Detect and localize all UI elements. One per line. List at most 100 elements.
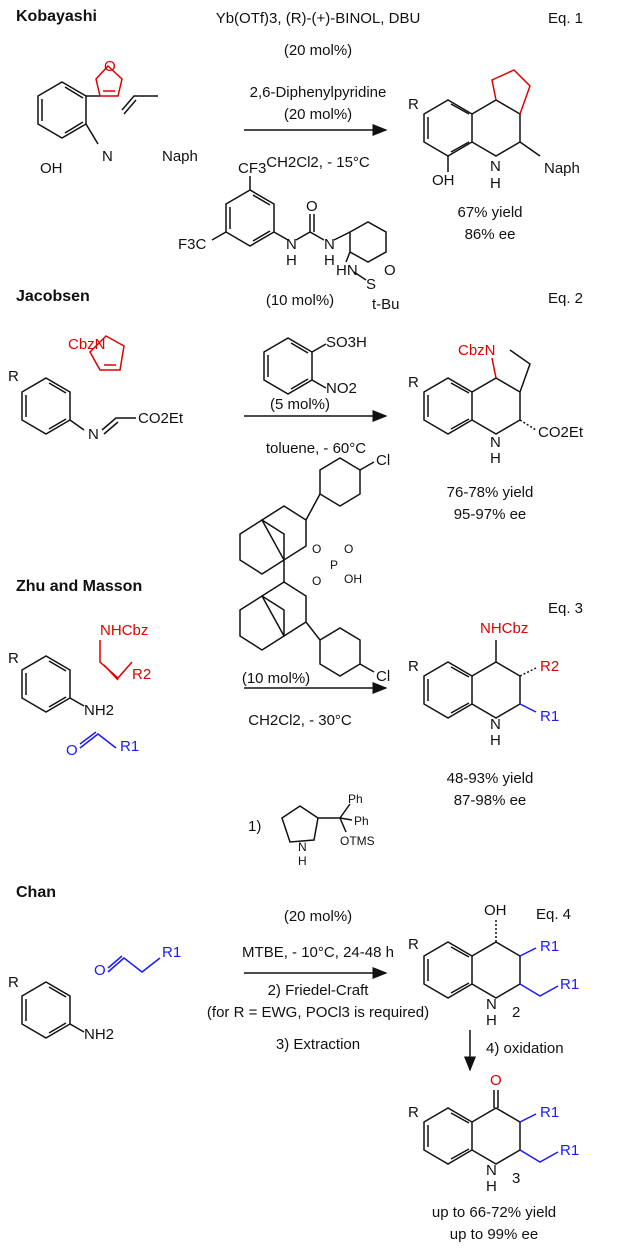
eq1-product-r: R [408, 96, 419, 113]
eq1-product-n: N [490, 158, 501, 175]
eq4-catalyst [281, 803, 353, 843]
eq3-cat-p: P [330, 558, 339, 572]
eq3-product-r1: R1 [540, 708, 560, 725]
eq2-cat-hn: HN [336, 262, 358, 279]
eq3-enamide-r2: R2 [132, 666, 152, 683]
eq4-author: Chan [16, 884, 56, 901]
eq2-cat-h2: H [324, 252, 335, 269]
eq4-reactant [21, 955, 161, 1039]
eq3-product-rings [423, 640, 537, 719]
eq3-cat-cl2: Cl [376, 668, 391, 685]
eq4-product2-n: N [486, 996, 497, 1013]
eq2-cat-loading: (10 mol%) [265, 292, 335, 309]
eq2-product-rings [423, 349, 537, 435]
eq1-yield: 67% yield [457, 204, 523, 221]
eq4-product3-n: N [486, 1162, 497, 1179]
eq1-reactant-ring [37, 81, 158, 145]
eq4-step2-note: (for R = EWG, POCl3 is required) [206, 1004, 430, 1021]
eq3-product-h: H [490, 732, 501, 749]
eq1-cond-loading: (20 mol%) [283, 42, 353, 59]
eq3-label: Eq. 3 [548, 600, 584, 617]
eq1-product-oh: OH [432, 172, 455, 189]
eq2-product-h: H [490, 450, 501, 467]
eq1-dihydrofuran [95, 64, 123, 97]
eq3-cat-o3: O [344, 542, 354, 556]
eq4-cat-ph2: Ph [354, 814, 369, 828]
eq1-label: Eq. 1 [548, 10, 584, 27]
eq4-ee: up to 99% ee [449, 1226, 539, 1243]
eq4-reactant-nh2: NH2 [84, 1026, 115, 1043]
eq3-reactant-r: R [8, 650, 19, 667]
eq2-cat-n2: N [324, 236, 335, 253]
eq1-cond-catalyst: Yb(OTf)3, (R)-(+)-BINOL, DBU [215, 10, 421, 27]
eq4-product2-label: 2 [512, 1004, 521, 1021]
eq4-step2: 2) Friedel-Craft [267, 982, 369, 999]
eq2-reactant-n: N [88, 426, 99, 443]
eq1-reactant-oh: OH [40, 160, 63, 177]
eq4-aldehyde-o: O [94, 962, 106, 979]
eq4-product2-r: R [408, 936, 419, 953]
eq4-step1: 1) [248, 818, 262, 835]
eq2-product-ester: CO2Et [538, 424, 584, 441]
eq4-product3-r: R [408, 1104, 419, 1121]
eq2-dienophile: CbzN [68, 336, 106, 353]
eq1-author: Kobayashi [16, 8, 97, 25]
eq3-cat-loading: (10 mol%) [241, 670, 311, 687]
eq1-cond-base-loading: (20 mol%) [283, 106, 353, 123]
eq3-ee: 87-98% ee [453, 792, 527, 809]
eq4-product2-h: H [486, 1012, 497, 1029]
eq3-catalyst [239, 457, 375, 677]
eq2-product-cbzn: CbzN [458, 342, 496, 359]
eq4-product2-oh: OH [484, 902, 507, 919]
eq2-author: Jacobsen [16, 288, 90, 305]
eq4-product3-r1b: R1 [560, 1142, 580, 1159]
eq4-product3-h: H [486, 1178, 497, 1195]
eq2-yield: 76-78% yield [446, 484, 534, 501]
eq1-cond-base: 2,6-Diphenylpyridine [249, 84, 387, 101]
eq2-label: Eq. 2 [548, 290, 584, 307]
eq4-reactant-r: R [8, 974, 19, 991]
eq4-cond1: MTBE, - 10°C, 24-48 h [242, 944, 394, 961]
eq1-furan-o: O [104, 58, 116, 75]
eq4-step3: 3) Extraction [275, 1036, 361, 1053]
eq2-cond: toluene, - 60°C [265, 440, 367, 457]
eq2-acid [263, 337, 327, 395]
eq2-acid-loading: (5 mol%) [269, 396, 331, 413]
eq2-cat-o-minus: O [384, 262, 396, 279]
eq1-product-naph: Naph [544, 160, 580, 177]
eq2-cat-o: O [306, 198, 318, 215]
eq2-reactant [21, 335, 136, 435]
eq2-ee: 95-97% ee [453, 506, 527, 523]
eq2-cat-cf3: CF3 [238, 160, 267, 177]
eq2-cat-n1: N [286, 236, 297, 253]
eq4-step4: 4) oxidation [486, 1040, 564, 1057]
eq2-reactant-r: R [8, 368, 19, 385]
eq2-cat-f3c: F3C [178, 236, 207, 253]
eq2-product-n: N [490, 434, 501, 451]
eq3-aldehyde-o: O [66, 742, 78, 759]
eq2-acid-so3h: SO3H [326, 334, 367, 351]
eq4-aldehyde-r1: R1 [162, 944, 182, 961]
eq2-cat-s: S [366, 276, 377, 293]
eq3-cat-o2: O [312, 574, 322, 588]
eq4-label: Eq. 4 [536, 906, 572, 923]
eq3-cat-o1: O [312, 542, 322, 556]
eq3-cat-cl1: Cl [376, 452, 391, 469]
eq2-cat-tbu: t-Bu [372, 296, 400, 313]
eq4-product2-r1b: R1 [560, 976, 580, 993]
eq2-reactant-ester: CO2Et [138, 410, 184, 427]
eq4-cat-ph1: Ph [348, 792, 363, 806]
eq4-product3-rings [423, 1090, 559, 1165]
eq2-acid-no2: NO2 [326, 380, 357, 397]
eq3-product-r2: R2 [540, 658, 560, 675]
eq3-product-r: R [408, 658, 419, 675]
eq4-product3-r1a: R1 [540, 1104, 560, 1121]
eq3-product-n: N [490, 716, 501, 733]
eq3-enamide: NHCbz [100, 622, 149, 639]
eq3-cat-oh: OH [344, 572, 362, 586]
eq4-yield: up to 66-72% yield [431, 1204, 557, 1221]
eq2-cat-h1: H [286, 252, 297, 269]
eq1-cond-solvent: CH2Cl2, - 15°C [266, 154, 370, 171]
eq3-aldehyde-r1: R1 [120, 738, 140, 755]
